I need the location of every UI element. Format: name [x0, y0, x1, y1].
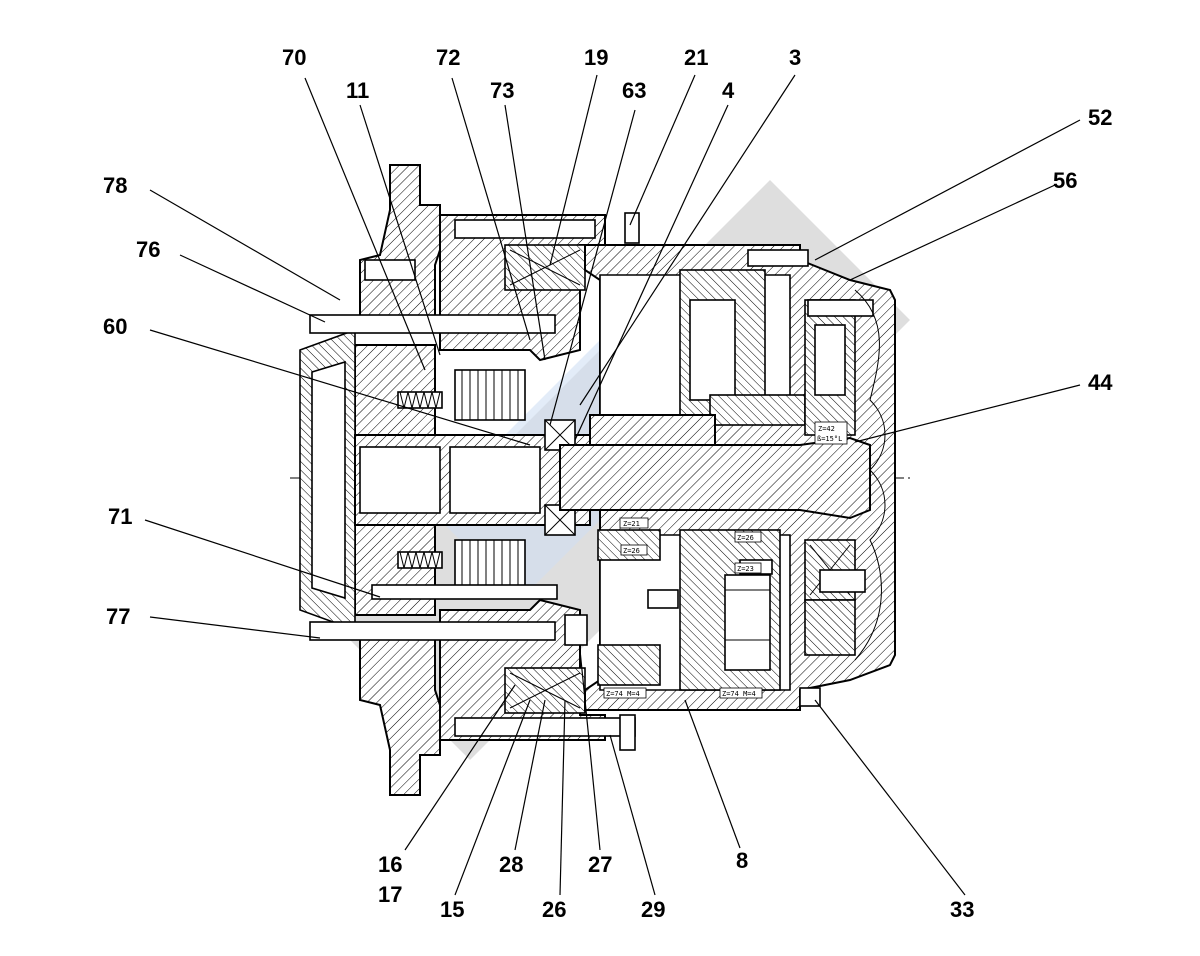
callout-70: 70: [282, 45, 306, 70]
callout-72: 72: [436, 45, 460, 70]
callout-60: 60: [103, 314, 127, 339]
clutch-disc-pack-lower: [454, 539, 526, 591]
gear-label-helix-angle: ß=15°L: [817, 435, 842, 443]
callout-11: 11: [346, 78, 369, 103]
gear-label-z26-b: Z=26: [737, 534, 754, 542]
gear-label-z23: Z=23: [737, 565, 754, 573]
callout-17: 17: [378, 882, 402, 907]
callout-15: 15: [440, 897, 464, 922]
callout-71: 71: [108, 504, 132, 529]
callout-29: 29: [641, 897, 665, 922]
callout-33: 33: [950, 897, 974, 922]
callout-44: 44: [1088, 370, 1113, 395]
gear-label-z42: Z=42: [818, 425, 835, 433]
callout-8: 8: [736, 848, 748, 873]
callout-4: 4: [722, 78, 735, 103]
callout-76: 76: [136, 237, 160, 262]
callout-27: 27: [588, 852, 612, 877]
callout-26: 26: [542, 897, 566, 922]
gear-label-z26-a: Z=26: [623, 547, 640, 555]
spring-lower: [397, 551, 443, 569]
spring-upper: [397, 391, 443, 409]
callout-3: 3: [789, 45, 801, 70]
callout-labels: 70 11 72 73 19 63 21 4 3 52 56 78 76 60 …: [103, 45, 1113, 922]
gear-label-z21: Z=21: [623, 520, 640, 528]
gear-label-z74-a: Z=74 M=4: [606, 690, 640, 698]
callout-28: 28: [499, 852, 523, 877]
callout-77: 77: [106, 604, 130, 629]
leader-lines: [144, 74, 1081, 896]
clutch-disc-pack-upper: [454, 369, 526, 421]
main-bearing-lower: [504, 667, 586, 714]
callout-78: 78: [103, 173, 127, 198]
callout-16: 16: [378, 852, 402, 877]
inner-gear-labels: Z=21 Z=26 Z=26 Z=23 Z=74 M=4 Z=74 M=4 Z=…: [603, 421, 848, 699]
callout-21: 21: [684, 45, 708, 70]
callout-63: 63: [622, 78, 646, 103]
gearbox-body: [299, 164, 896, 796]
gear-label-z74-b: Z=74 M=4: [722, 690, 756, 698]
main-bearing-upper: [504, 244, 586, 291]
callout-52: 52: [1088, 105, 1112, 130]
callout-56: 56: [1053, 168, 1077, 193]
callout-19: 19: [584, 45, 608, 70]
callout-73: 73: [490, 78, 514, 103]
